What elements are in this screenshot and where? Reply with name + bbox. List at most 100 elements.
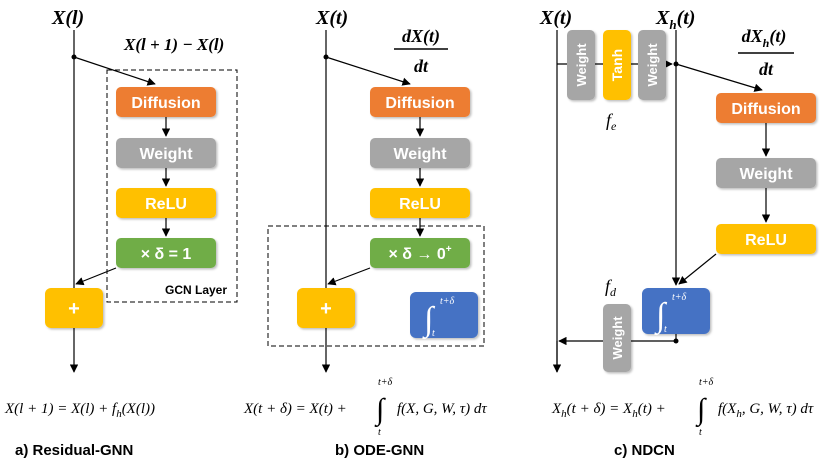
panel-a-delta-label: × δ = 1 [141,246,192,263]
panel-c-eq-r2: , G, W, τ) dτ [742,401,814,417]
decoder-label-sub: d [610,285,617,299]
panel-b-plus-label: + [320,298,332,320]
encoder-label-main: f [606,110,614,130]
panel-residual-gnn: X(l) X(l + 1) − X(l) GCN Layer Diffusion… [4,7,238,459]
panel-a-eq-sub: h [116,408,122,420]
panel-a-weight-label: Weight [139,146,193,163]
panel-c-equation-right: f(Xh, G, W, τ) dτ [718,401,814,420]
panel-c-eq-r1: f(X [718,401,737,417]
panel-b-weight-block [370,138,470,168]
panel-c-frac-num: dXh(t) [742,26,787,50]
panel-a-caption: a) Residual-GNN [15,442,133,459]
encoder-weight-2-label: Weight [645,43,660,87]
panel-a-plus-label: + [68,298,80,320]
panel-c-hidden-sub: h [669,17,676,32]
panel-c-eq-integral: ∫ [695,393,707,428]
panel-b-input-label: X(t) [315,7,348,29]
panel-c-weight-label: Weight [739,166,793,183]
panel-b-int-lower: t [432,328,435,339]
panel-a-plus-block [45,288,103,328]
decoder-label: fd [605,276,617,299]
panel-b-relu-block [370,188,470,218]
panel-b-eq-upper: t+δ [378,377,393,388]
panel-b-delta-block [370,238,470,268]
panel-b-frac-den: dt [414,56,429,76]
panel-b-delta-main: × δ → 0 [388,246,445,263]
panel-c-eq-l3: (t) + [638,401,666,417]
encoder-weight-1-block [567,30,595,100]
panel-b-delta-sup: + [446,244,452,255]
panel-a-relu-block [116,188,216,218]
panel-b-int-upper: t+δ [440,296,455,307]
panel-c-int-upper: t+δ [672,292,687,303]
panel-b-caption: b) ODE-GNN [335,442,424,459]
panel-b-branch-arrow [325,56,411,86]
panel-b-frac-num: dX(t) [402,26,440,47]
panel-a-relu-label: ReLU [145,196,187,213]
panel-c-diffusion-label: Diffusion [731,101,800,118]
gcn-layer-box [106,69,238,303]
panel-c-input-label: X(t) [539,7,572,29]
panel-ode-gnn: X(t) dX(t) dt Diffusion Weight ReLU × δ … [243,7,487,459]
panel-b-plus-block [297,288,355,328]
panel-c-eq-l2: (t + δ) = X [567,401,633,417]
panel-c-eq-l2-sub: h [632,408,638,420]
panel-a-diffusion-label: Diffusion [131,95,200,112]
encoder-tanh-label: Tanh [609,49,625,81]
panel-c-equation-left: Xh(t + δ) = Xh(t) + [551,401,666,420]
panel-c-int-lower: t [664,324,667,335]
panel-a-equation: X(l + 1) = X(l) + fh(X(l)) [4,401,155,420]
panel-a-diff-label: X(l + 1) − X(l) [123,35,224,54]
panel-b-weight-label: Weight [393,146,447,163]
panel-c-hidden-label: Xh(t) [655,7,695,32]
panel-b-ode-box [267,225,485,347]
panel-c-branch-arrow [675,63,763,92]
panel-a-eq-tail: (X(l)) [122,401,155,417]
encoder-label: fe [606,110,617,133]
decoder-weight-block [603,304,631,372]
decoder-weight-label: Weight [610,316,625,360]
panel-c-weight-block [716,158,816,188]
panel-b-eq-lower: t [378,427,381,438]
panel-c-integral-icon: ∫ [654,297,668,336]
panel-c-eq-l1: X [551,401,562,417]
panel-c-relu-label: ReLU [745,232,787,249]
panel-c-eq-l1-sub: h [561,408,567,420]
panel-c-frac-den: dt [759,59,774,79]
panel-c-eq-r1-sub: h [736,408,742,420]
panel-b-integral-icon: ∫ [422,301,436,340]
panel-b-integral-block [410,292,478,338]
panel-b-merge-arrow [327,267,371,286]
panel-c-hidden-tail: (t) [677,7,696,29]
panel-a-branch-arrow [73,56,156,86]
panel-c-eq-lower: t [699,427,702,438]
panel-a-weight-block [116,138,216,168]
panel-c-relu-block [716,224,816,254]
panel-b-diffusion-block [370,87,470,117]
panel-c-frac-num-main: dX [742,26,764,46]
encoder-weight-1-label: Weight [574,43,589,87]
panel-a-delta-block [116,238,216,268]
panel-c-frac-num-tail: (t) [769,26,786,47]
panel-b-equation-right: f(X, G, W, τ) dτ [397,401,487,417]
panel-c-frac-num-sub: h [763,36,770,50]
panel-a-eq-main: X(l + 1) = X(l) + f [4,401,118,417]
encoder-tanh-block [603,30,631,100]
panel-b-eq-integral: ∫ [374,393,386,428]
panel-ndcn: X(t) Xh(t) Weight Tanh Weight fe dXh(t) … [539,7,816,459]
panel-c-caption: c) NDCN [614,442,675,459]
panel-a-input-label: X(l) [51,7,84,29]
panel-a-diffusion-block [116,87,216,117]
panel-a-merge-arrow [75,267,117,286]
encoder-label-sub: e [611,119,617,133]
panel-c-hidden-main: X [655,7,670,29]
decoder-label-main: f [605,276,613,296]
panel-c-integral-block [642,288,710,334]
panel-c-diffusion-block [716,93,816,123]
panel-c-merge-arrow [678,253,717,285]
panel-b-diffusion-label: Diffusion [385,95,454,112]
panel-b-relu-label: ReLU [399,196,441,213]
panel-c-eq-upper: t+δ [699,377,714,388]
panel-b-delta-label: × δ → 0+ [388,244,451,263]
